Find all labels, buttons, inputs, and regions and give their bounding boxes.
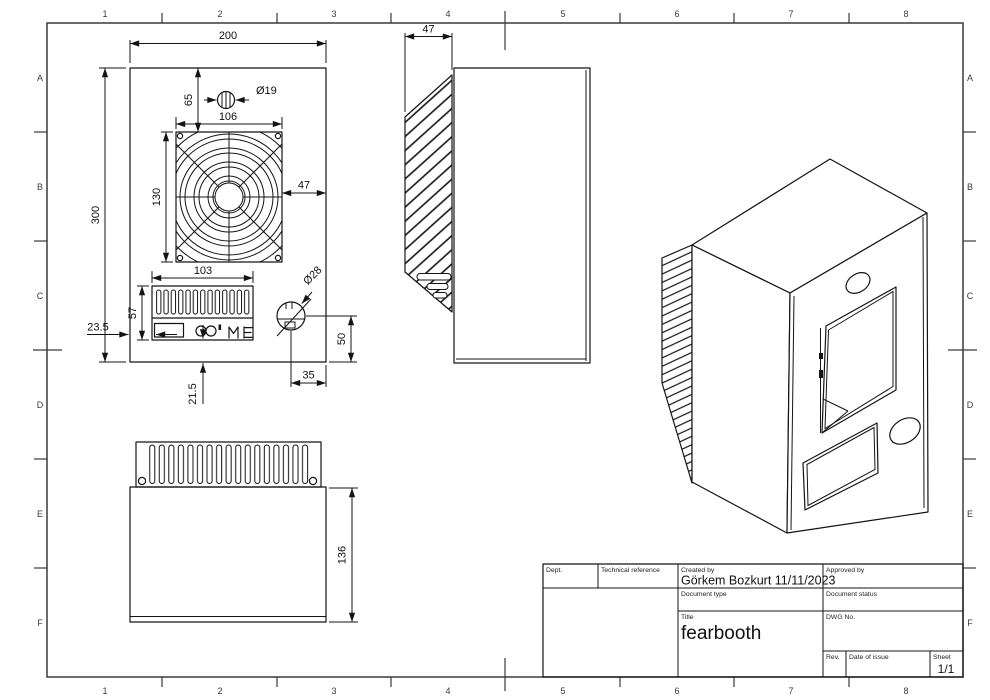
zone-rows-left: A B C D E F (37, 73, 44, 628)
zone-col: 6 (674, 686, 679, 696)
title-block: Dept. Technical reference Created by Gör… (542, 563, 964, 678)
zone-row: F (37, 618, 43, 628)
fan-grille (175, 131, 283, 263)
zone-col: 7 (788, 686, 793, 696)
approved-by-label: Approved by (826, 567, 865, 574)
iso-window-opening (819, 286, 897, 434)
dim-grille-height: 130 (151, 188, 163, 206)
zone-col: 7 (788, 9, 793, 19)
dim-grille-side-gap: 47 (298, 180, 310, 192)
dim-front-width: 200 (219, 30, 237, 42)
zone-row: B (967, 182, 973, 192)
screw-hole-left (137, 476, 147, 486)
front-view (129, 67, 327, 363)
created-by-label: Created by (681, 567, 715, 574)
isometric-view (661, 158, 929, 534)
dim-vent-bottom-offset: 21.5 (187, 383, 199, 404)
bottom-view: 136 (129, 441, 358, 623)
zone-columns-bottom: 1 2 3 4 5 6 7 8 (102, 686, 908, 696)
dim-grille-top-offset: 65 (183, 94, 195, 106)
date-of-issue-label: Date of issue (849, 654, 889, 661)
iso-vent-panel (661, 244, 693, 484)
zone-col: 1 (102, 9, 107, 19)
iso-coin-hole (889, 417, 921, 445)
front-view-dimensions: 200 300 65 Ø19 106 130 47 103 57 23.5 (87, 30, 357, 405)
title-value: fearbooth (681, 623, 761, 644)
zone-row: A (37, 73, 43, 83)
zone-col: 6 (674, 9, 679, 19)
created-by-value: Görkem Bozkurt 11/11/2023 (681, 574, 836, 588)
dim-vent-width: 103 (194, 265, 212, 277)
zone-col: 3 (331, 9, 336, 19)
zone-col: 5 (560, 686, 565, 696)
dim-front-height: 300 (90, 206, 102, 224)
zone-col: 1 (102, 686, 107, 696)
iso-lower-recess (802, 422, 879, 511)
dim-grille-width: 106 (219, 111, 237, 123)
zone-row: C (967, 291, 974, 301)
document-type-label: Document type (681, 591, 727, 598)
front-vent-box (151, 285, 254, 341)
front-small-window (153, 322, 185, 338)
zone-col: 2 (217, 686, 222, 696)
zone-col: 2 (217, 9, 222, 19)
zone-rows-right: A B C D E F (967, 73, 974, 628)
zone-col: 5 (560, 9, 565, 19)
technical-reference-label: Technical reference (601, 567, 660, 574)
zone-row: B (37, 182, 43, 192)
dim-bottom-depth: 136 (337, 546, 349, 564)
iso-left-face (691, 244, 791, 534)
screw-hole-right (308, 476, 318, 486)
dim-side-vent-depth: 47 (422, 24, 434, 36)
dwg-no-label: DWG No. (826, 614, 855, 621)
bottom-vent-slots (147, 444, 310, 485)
dim-vent-height: 57 (127, 307, 139, 319)
zone-col: 8 (903, 686, 908, 696)
dim-coin-hole-side: 35 (302, 370, 314, 382)
document-status-label: Document status (826, 591, 878, 598)
iso-top-hole (845, 272, 871, 294)
title-label: Title (681, 614, 694, 621)
side-view-dimensions: 47 (404, 24, 453, 112)
zone-columns-top: 1 2 3 4 5 6 7 8 (102, 9, 908, 19)
side-view: 47 (404, 24, 591, 364)
zone-row: D (967, 400, 974, 410)
zone-row: D (37, 400, 44, 410)
coin-hole (276, 301, 306, 331)
embossed-marks (195, 324, 253, 339)
zone-row: A (967, 73, 973, 83)
rev-label: Rev. (826, 654, 840, 661)
zone-col: 3 (331, 686, 336, 696)
zone-col: 4 (445, 9, 450, 19)
bottom-view-dimensions: 136 (329, 487, 358, 623)
front-top-hole (216, 90, 236, 110)
sheet-value: 1/1 (938, 662, 955, 676)
dim-top-hole-diameter: Ø19 (256, 85, 277, 97)
dim-vent-left-offset: 23.5 (87, 322, 108, 334)
zone-row: F (967, 618, 973, 628)
front-vent-slots (155, 289, 251, 316)
zone-col: 4 (445, 686, 450, 696)
zone-col: 8 (903, 9, 908, 19)
dim-coin-hole-height: 50 (336, 333, 348, 345)
dim-coin-hole-diameter: Ø28 (301, 264, 324, 287)
zone-row: C (37, 291, 44, 301)
zone-row: E (967, 509, 973, 519)
dept-label: Dept. (546, 567, 562, 574)
sheet-border: 1 2 3 4 5 6 7 8 1 2 3 4 5 6 7 8 A B C D … (33, 9, 977, 696)
zone-row: E (37, 509, 43, 519)
side-vent-panel (404, 74, 453, 313)
sheet-label: Sheet (933, 654, 951, 661)
